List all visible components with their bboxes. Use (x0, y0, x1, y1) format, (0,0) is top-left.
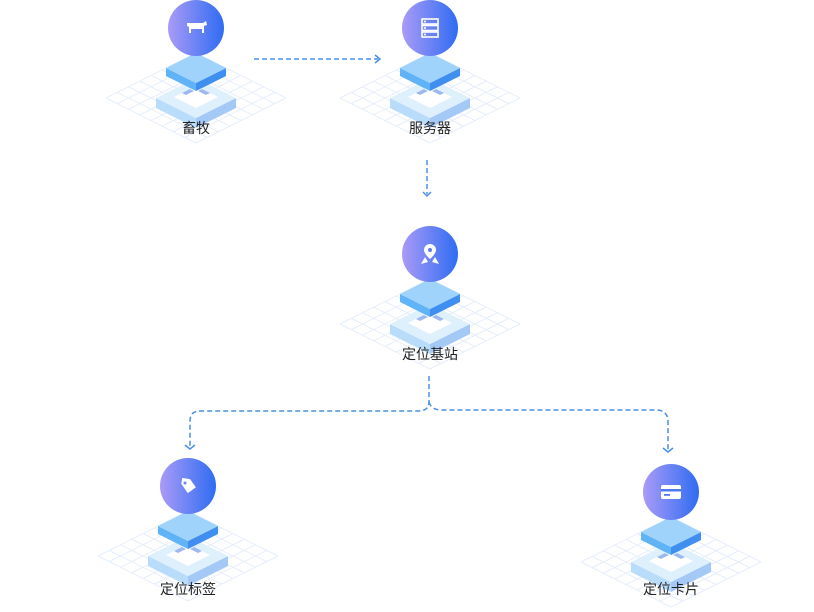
connector-lines (184, 54, 674, 453)
node-label-base-station: 定位基站 (402, 347, 458, 363)
cow-icon (187, 21, 207, 33)
platform-slab (400, 53, 460, 91)
node-card (571, 462, 771, 612)
arrowhead-icon (662, 447, 674, 453)
node-server (330, 0, 530, 148)
platform-base (148, 536, 228, 586)
tag-icon (181, 477, 196, 494)
node-livestock (96, 0, 296, 148)
arrowhead-icon (374, 54, 382, 64)
arrowhead-icon (184, 444, 196, 450)
arrow-base-station-to-tag (189, 376, 430, 447)
platform-slab (166, 53, 226, 91)
platform-base (390, 78, 470, 128)
node-tag (88, 456, 288, 606)
platform-base (631, 542, 711, 592)
platform-base (156, 78, 236, 128)
node-label-server: 服务器 (409, 121, 451, 137)
node-label-tag: 定位标签 (160, 582, 216, 598)
platform-base (390, 304, 470, 354)
platform-slab (400, 279, 460, 317)
platform-slab (158, 511, 218, 549)
node-label-card: 定位卡片 (643, 582, 699, 598)
arrow-base-station-to-card (428, 401, 669, 450)
server-icon (421, 18, 439, 38)
node-base-station (330, 224, 530, 374)
arrowhead-icon (422, 191, 432, 198)
location-pin-icon (421, 244, 439, 264)
platform-slab (641, 517, 701, 555)
card-icon (661, 485, 681, 499)
node-circle (402, 0, 458, 56)
node-label-livestock: 畜牧 (182, 121, 210, 137)
